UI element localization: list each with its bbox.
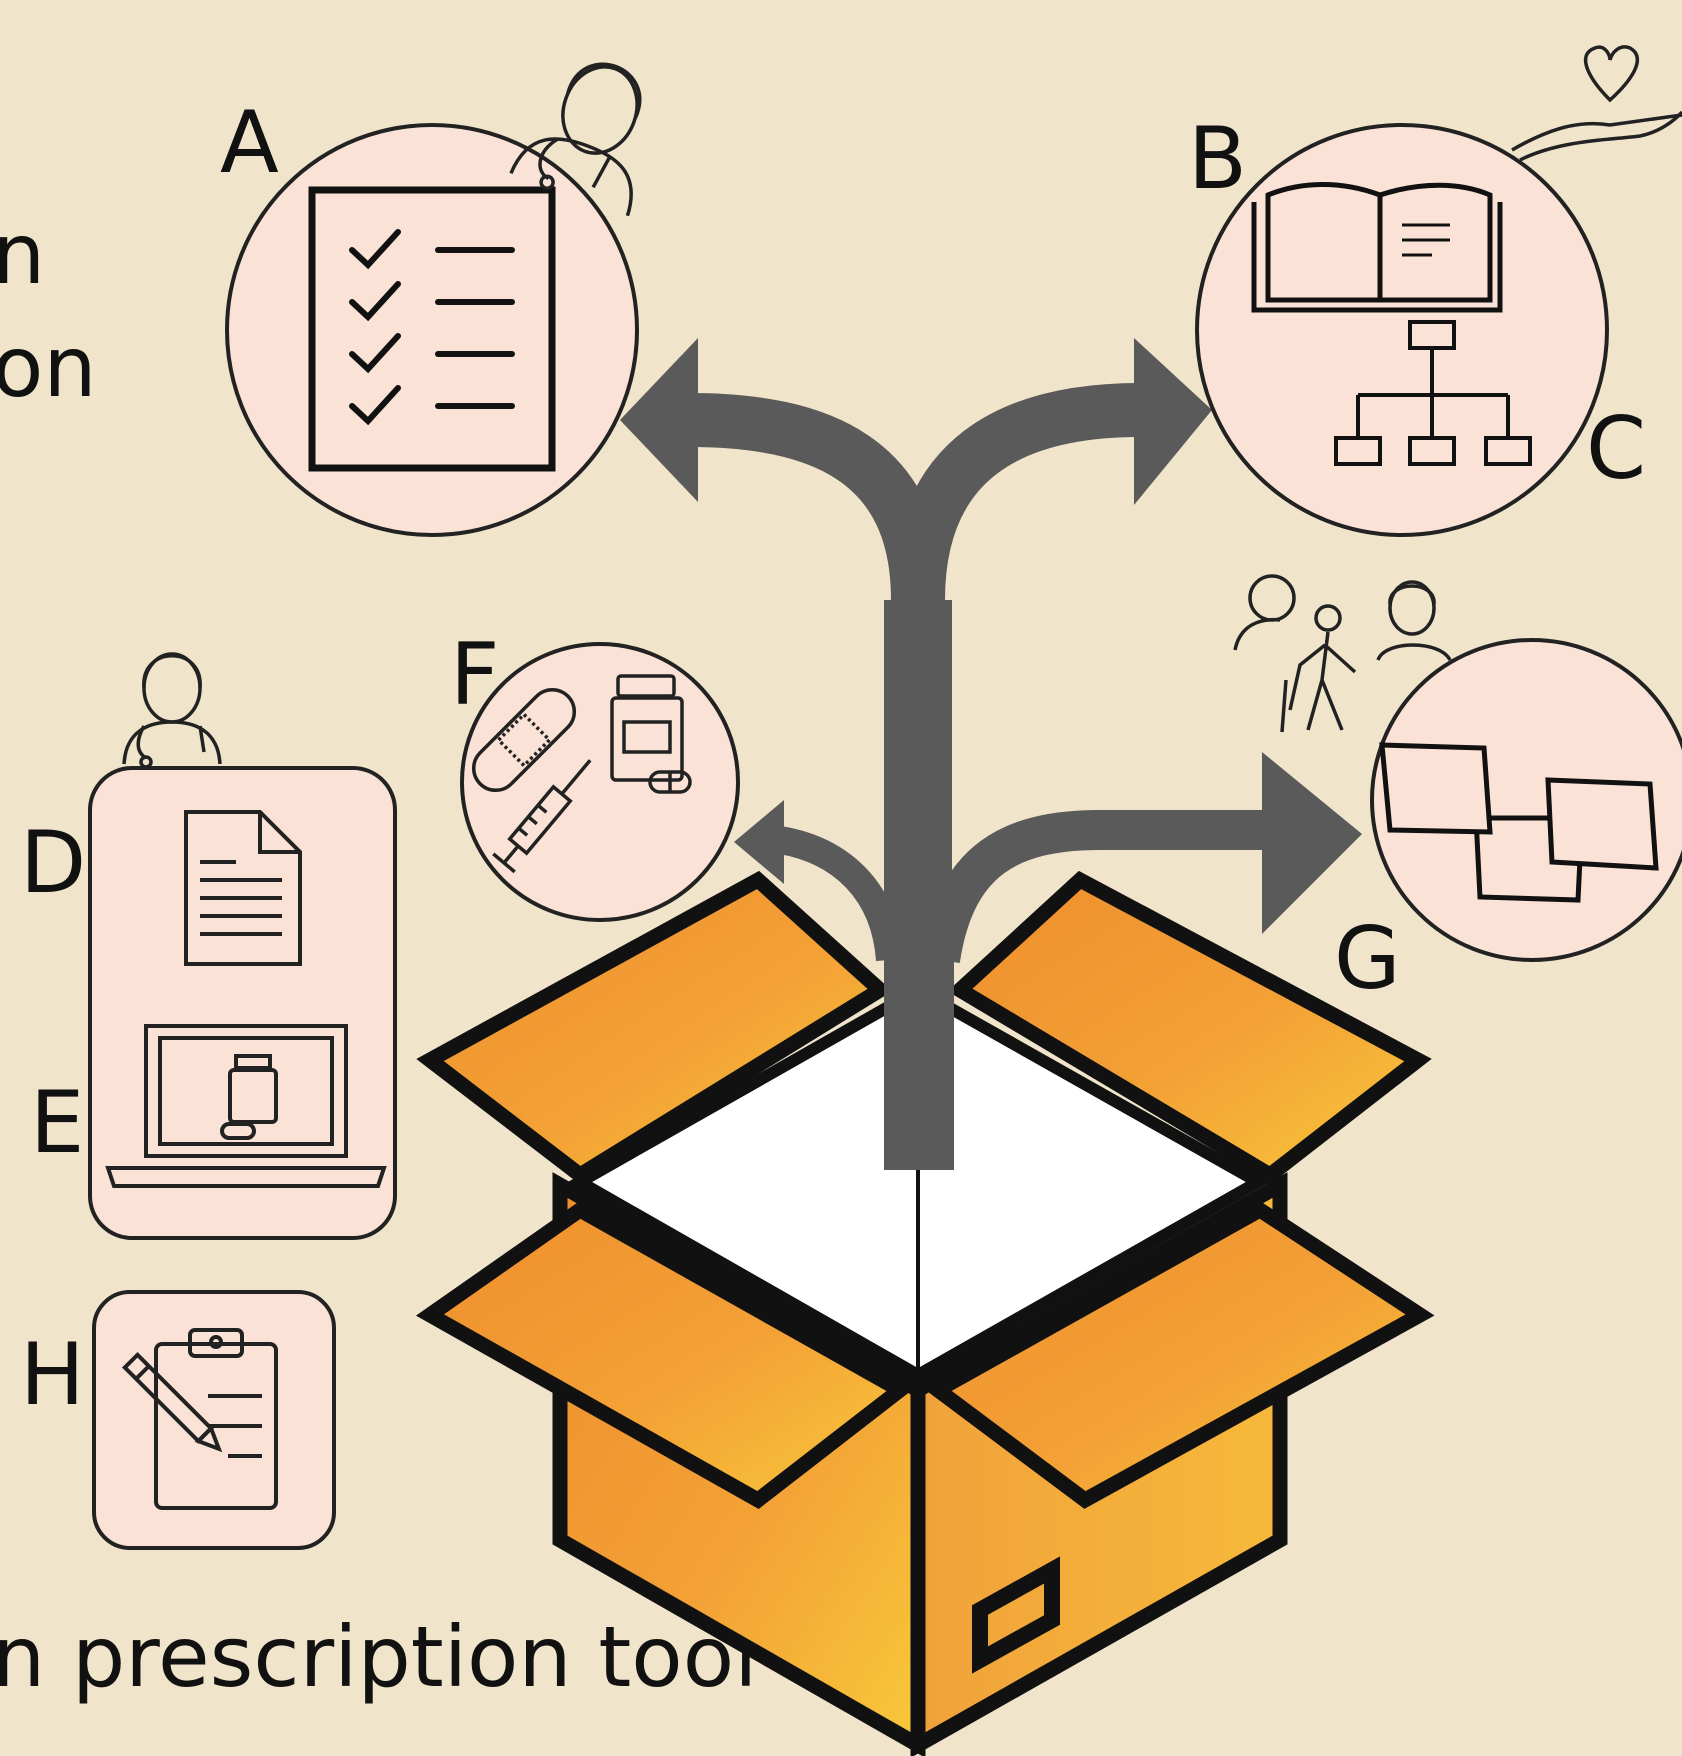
- box-flap-front-right: [924, 1201, 1435, 1509]
- arrow-trunk-base: [884, 930, 954, 1170]
- panel-g: [1370, 638, 1682, 962]
- panel-labels: A B C D E F G H: [20, 93, 1646, 1425]
- text-fragment-bottom: n prescription tool: [0, 1608, 758, 1706]
- sticky-notes-icon: [1379, 742, 1659, 903]
- arrow-to-b: [891, 383, 1141, 601]
- box-flap-back-left: [416, 870, 893, 1185]
- nurse-icon: [122, 652, 222, 769]
- label-e: E: [30, 1073, 84, 1173]
- arrowheads: [620, 338, 1362, 934]
- clipboard-pencil-icon: [121, 1328, 278, 1510]
- syringe-icon: [492, 759, 592, 874]
- label-d: D: [20, 813, 86, 913]
- medicine-bottle-icon: [610, 674, 684, 782]
- label-g: G: [1334, 909, 1401, 1009]
- panel-a: [225, 123, 639, 537]
- label-h: H: [20, 1325, 85, 1425]
- panel-de: [88, 766, 397, 1240]
- box-flap-back-right: [947, 870, 1432, 1185]
- text-fragment-left-1: n: [0, 205, 46, 303]
- panel-f: [460, 642, 740, 922]
- open-box-icon: [415, 870, 1435, 1756]
- document-icon: [184, 810, 302, 966]
- box-flap-front-left: [415, 1201, 914, 1509]
- laptop-icon: [105, 1024, 387, 1188]
- panel-bc: [1195, 123, 1609, 537]
- book-icon: [1251, 182, 1503, 313]
- arrow-to-g: [920, 810, 1290, 964]
- org-chart-icon: [1334, 320, 1532, 466]
- text-fragment-left-2: on: [0, 318, 97, 416]
- box-handle: [972, 1556, 1060, 1674]
- arrowhead-a: [620, 338, 698, 502]
- arrowhead-b: [1134, 338, 1212, 505]
- label-a: A: [220, 93, 279, 193]
- arrowhead-g: [1262, 752, 1362, 934]
- pill-icon: [648, 770, 692, 794]
- label-b: B: [1188, 109, 1247, 209]
- heart-hand-icon: [1511, 45, 1682, 162]
- arrowhead-f: [734, 800, 784, 884]
- checklist-icon: [308, 186, 556, 472]
- panel-h: [92, 1290, 336, 1550]
- doctor-icon: [509, 62, 642, 217]
- label-c: C: [1586, 399, 1646, 499]
- label-f: F: [450, 625, 499, 725]
- arrow-to-a: [689, 393, 945, 601]
- family-elderly-icon: [1233, 574, 1452, 733]
